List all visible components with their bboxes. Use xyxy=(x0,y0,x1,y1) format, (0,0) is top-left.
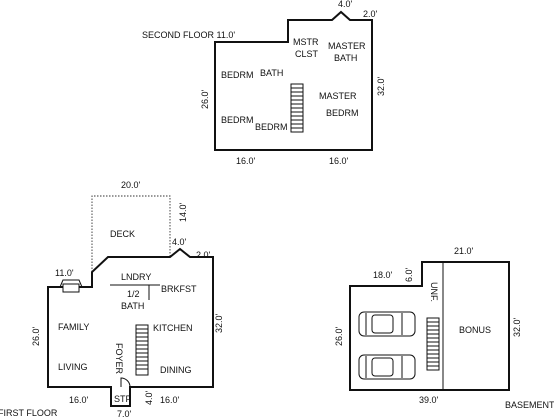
room-label-bedrm: BEDRM xyxy=(221,115,254,125)
second-floor-plan: SECOND FLOOR 11.0' BEDRM BATH MSTR CLST … xyxy=(142,0,386,166)
room-label-brkfst: BRKFST xyxy=(161,284,197,294)
basement-stairs xyxy=(426,317,440,371)
dimension-label: 32.0' xyxy=(512,317,522,337)
room-label-bedrm: BEDRM xyxy=(221,70,254,80)
dimension-label: 2.0' xyxy=(196,250,211,260)
dimension-label: 4.0' xyxy=(172,237,187,247)
room-label-mstr-clst: MSTR xyxy=(293,37,319,47)
dimension-label: 16.0' xyxy=(236,156,256,166)
room-label-master-bath: MASTER xyxy=(328,41,366,51)
room-label-master-bedrm: MASTER xyxy=(319,91,357,101)
dimension-label: 32.0' xyxy=(376,76,386,96)
basement-plan: BASEMENT UNF. BONUS 21.0' 18.0' 6.0' 26.… xyxy=(334,246,554,410)
dimension-label: 20.0' xyxy=(121,180,141,190)
dimension-label: 6.0' xyxy=(404,267,414,282)
dimension-label: 26.0' xyxy=(31,326,41,346)
dimension-label: 16.0' xyxy=(160,395,180,405)
room-label-family: FAMILY xyxy=(58,322,89,332)
basement-stair-treads xyxy=(427,321,439,367)
dimension-label: 4.0' xyxy=(338,0,353,9)
room-label-kitchen: KITCHEN xyxy=(153,323,193,333)
first-floor-title: FIRST FLOOR xyxy=(0,408,58,418)
room-label-dining: DINING xyxy=(160,365,192,375)
front-door-swing xyxy=(120,377,131,388)
room-label-half-bath: 1/2 xyxy=(127,289,140,299)
basement-title: BASEMENT xyxy=(505,400,554,410)
dimension-label: 2.0' xyxy=(363,9,378,19)
dimension-label: 7.0' xyxy=(117,409,132,418)
dimension-label: 21.0' xyxy=(454,246,474,256)
second-floor-outline xyxy=(214,10,373,151)
dimension-label: 26.0' xyxy=(200,89,210,109)
room-label-unf: UNF. xyxy=(429,282,439,302)
dimension-label: 4.0' xyxy=(144,390,154,405)
first-floor-stair-treads xyxy=(136,328,148,370)
first-floor-outline xyxy=(47,247,214,407)
room-label-bath: BATH xyxy=(260,68,283,78)
room-label-foyer: FOYER xyxy=(114,343,124,375)
room-label-master-bath: BATH xyxy=(334,53,357,63)
second-floor-stairs xyxy=(290,83,304,133)
second-floor-stair-treads xyxy=(291,87,303,129)
dimension-label: 26.0' xyxy=(334,326,344,346)
room-label-deck: DECK xyxy=(110,229,135,239)
dimension-label: 14.0' xyxy=(178,202,188,222)
deck-outline xyxy=(91,195,171,287)
car-icon xyxy=(358,354,416,380)
dimension-label: 16.0' xyxy=(329,156,349,166)
first-floor-plan: FIRST FLOOR DECK LNDRY BRKFST 1/2 BATH F… xyxy=(0,180,224,418)
dimension-label: 16.0' xyxy=(69,395,89,405)
room-label-stp: STP xyxy=(114,394,132,404)
room-label-living: LIVING xyxy=(58,362,88,372)
car-icon xyxy=(358,311,416,337)
basement-outline xyxy=(349,261,510,391)
room-label-master-bedrm: BEDRM xyxy=(326,108,359,118)
first-floor-stairs xyxy=(135,324,149,376)
room-label-bedrm: BEDRM xyxy=(255,122,288,132)
second-floor-title: SECOND FLOOR 11.0' xyxy=(142,30,235,40)
room-label-half-bath: BATH xyxy=(121,301,144,311)
dimension-label: 11.0' xyxy=(55,268,74,278)
fireplace xyxy=(59,279,83,293)
dimension-label: 18.0' xyxy=(373,270,393,280)
room-label-mstr-clst: CLST xyxy=(295,49,319,59)
room-label-bonus: BONUS xyxy=(459,325,491,335)
dimension-label: 39.0' xyxy=(419,395,439,405)
dimension-label: 32.0' xyxy=(214,313,224,333)
room-label-lndry: LNDRY xyxy=(121,272,151,282)
